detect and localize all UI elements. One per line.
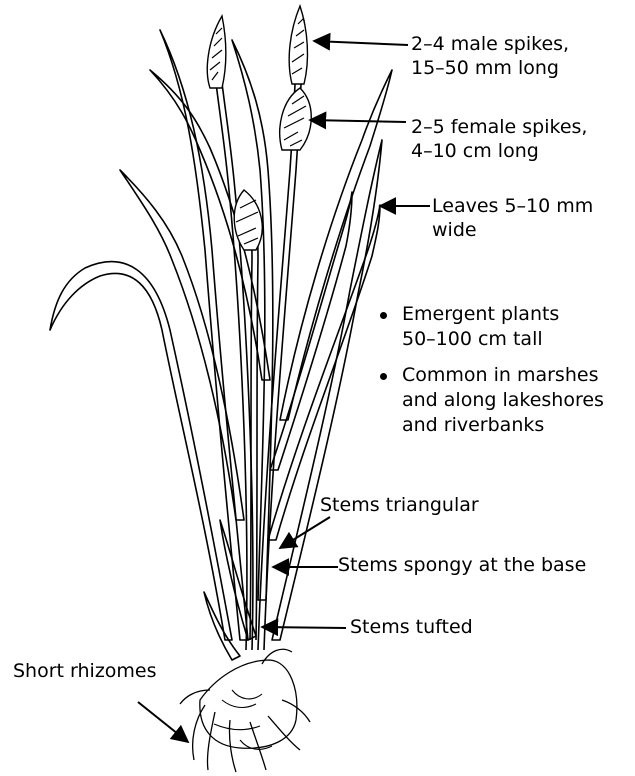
female-spike-top bbox=[280, 88, 312, 150]
label-short-rhizomes: Short rhizomes bbox=[13, 659, 157, 683]
male-spike-left bbox=[207, 16, 225, 88]
bullet-icon bbox=[380, 312, 387, 319]
arrow-stems-triangular bbox=[280, 517, 330, 548]
female-spike-lower bbox=[234, 190, 262, 250]
label-female-spikes: 2–5 female spikes, 4–10 cm long bbox=[411, 115, 587, 163]
arrow-female-spikes bbox=[310, 120, 406, 122]
leaf-mid-left bbox=[120, 170, 244, 520]
facts-list: Emergent plants 50–100 cm tall Common in… bbox=[378, 302, 604, 449]
stem-female-b bbox=[254, 200, 258, 640]
roots bbox=[180, 649, 310, 772]
spikes bbox=[207, 6, 311, 250]
fact-item: Emergent plants 50–100 cm tall bbox=[378, 302, 604, 352]
arrow-male-spikes bbox=[314, 41, 408, 45]
bullet-icon bbox=[380, 373, 387, 380]
label-stems-triangular: Stems triangular bbox=[320, 493, 479, 517]
label-male-spikes: 2–4 male spikes, 15–50 mm long bbox=[411, 32, 569, 80]
leaf-drooping-left bbox=[50, 262, 232, 640]
label-leaves: Leaves 5–10 mm wide bbox=[432, 194, 593, 242]
fact-item: Common in marshes and along lakeshores a… bbox=[378, 363, 604, 438]
label-stems-spongy: Stems spongy at the base bbox=[338, 553, 586, 577]
leaf-right-upper bbox=[268, 205, 380, 540]
arrow-short-rhizomes bbox=[138, 702, 188, 742]
rhizome-clump bbox=[200, 660, 297, 748]
leaf-top-left bbox=[160, 30, 248, 640]
arrow-stems-tufted bbox=[262, 627, 346, 628]
label-stems-tufted: Stems tufted bbox=[350, 615, 473, 639]
